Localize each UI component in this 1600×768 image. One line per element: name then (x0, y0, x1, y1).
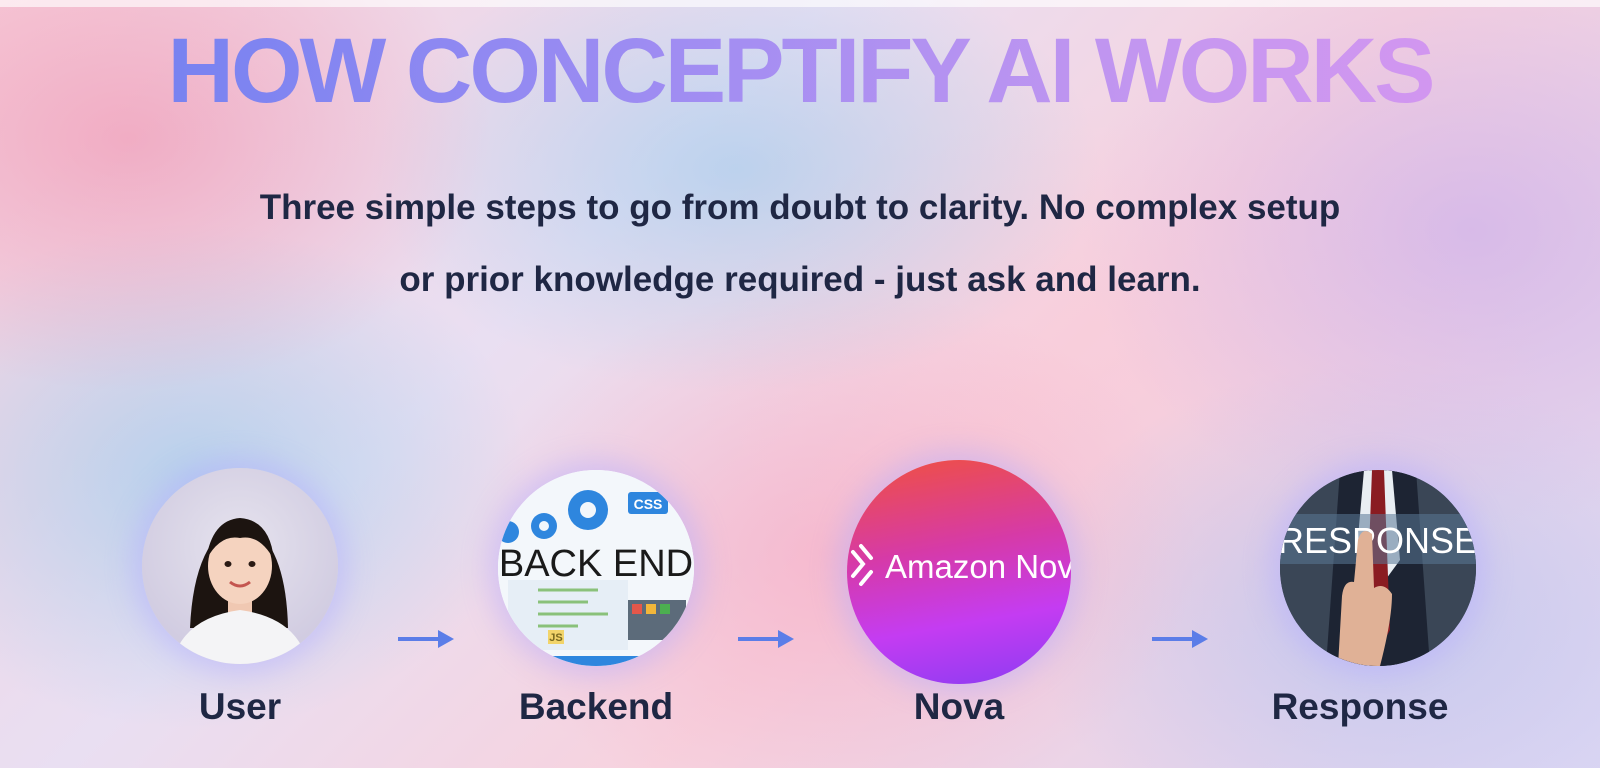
css-badge: CSS (634, 496, 663, 512)
js-badge: JS (549, 632, 562, 644)
nova-image-text: Amazon Nov (885, 548, 1071, 585)
step-label-user: User (140, 686, 340, 728)
step-label-nova: Nova (846, 686, 1072, 728)
arrow-right-icon (1152, 628, 1208, 650)
response-photo-icon: RESPONSE (1280, 470, 1476, 666)
arrow-right-icon (738, 628, 794, 650)
backend-illustration-icon: CSS JS BACK END (498, 470, 694, 666)
step-user: User (140, 468, 340, 738)
page-subtitle: Three simple steps to go from doubt to c… (250, 172, 1350, 316)
page-title: HOW CONCEPTIFY AI WORKS (0, 16, 1600, 126)
step-backend: CSS JS BACK END Backend (496, 470, 696, 738)
step-nova: Amazon Nov Nova (846, 460, 1072, 738)
response-image-text: RESPONSE (1280, 520, 1476, 561)
step-response: RESPONSE Response (1260, 470, 1496, 738)
user-avatar-icon (142, 468, 338, 664)
step-label-backend: Backend (496, 686, 696, 728)
amazon-nova-logo-icon: Amazon Nov (847, 460, 1071, 684)
arrow-right-icon (398, 628, 454, 650)
top-strip (0, 0, 1600, 7)
backend-image-text: BACK END (499, 543, 693, 585)
step-label-response: Response (1260, 686, 1460, 728)
